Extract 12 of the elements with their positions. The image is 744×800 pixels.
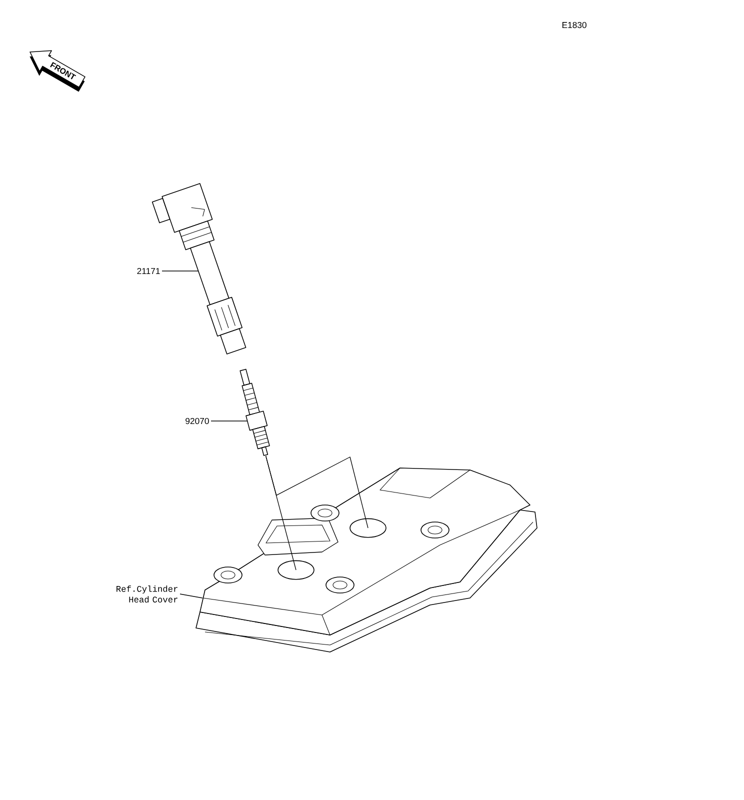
spark-plug-drawing bbox=[240, 368, 270, 456]
part-number: 92070 bbox=[186, 418, 209, 424]
plug-hole bbox=[278, 560, 314, 580]
cylinder-head-cover-drawing bbox=[196, 468, 538, 652]
leader-line bbox=[210, 420, 248, 422]
drawing-code: E1830 bbox=[562, 22, 586, 28]
reference-label: Ref.Cylinder Head Cover bbox=[116, 585, 178, 603]
part-number: 21171 bbox=[137, 268, 160, 274]
leader-line bbox=[265, 456, 368, 528]
leader-line bbox=[180, 594, 203, 598]
leader-line bbox=[162, 270, 199, 272]
plug-hole bbox=[350, 518, 386, 538]
